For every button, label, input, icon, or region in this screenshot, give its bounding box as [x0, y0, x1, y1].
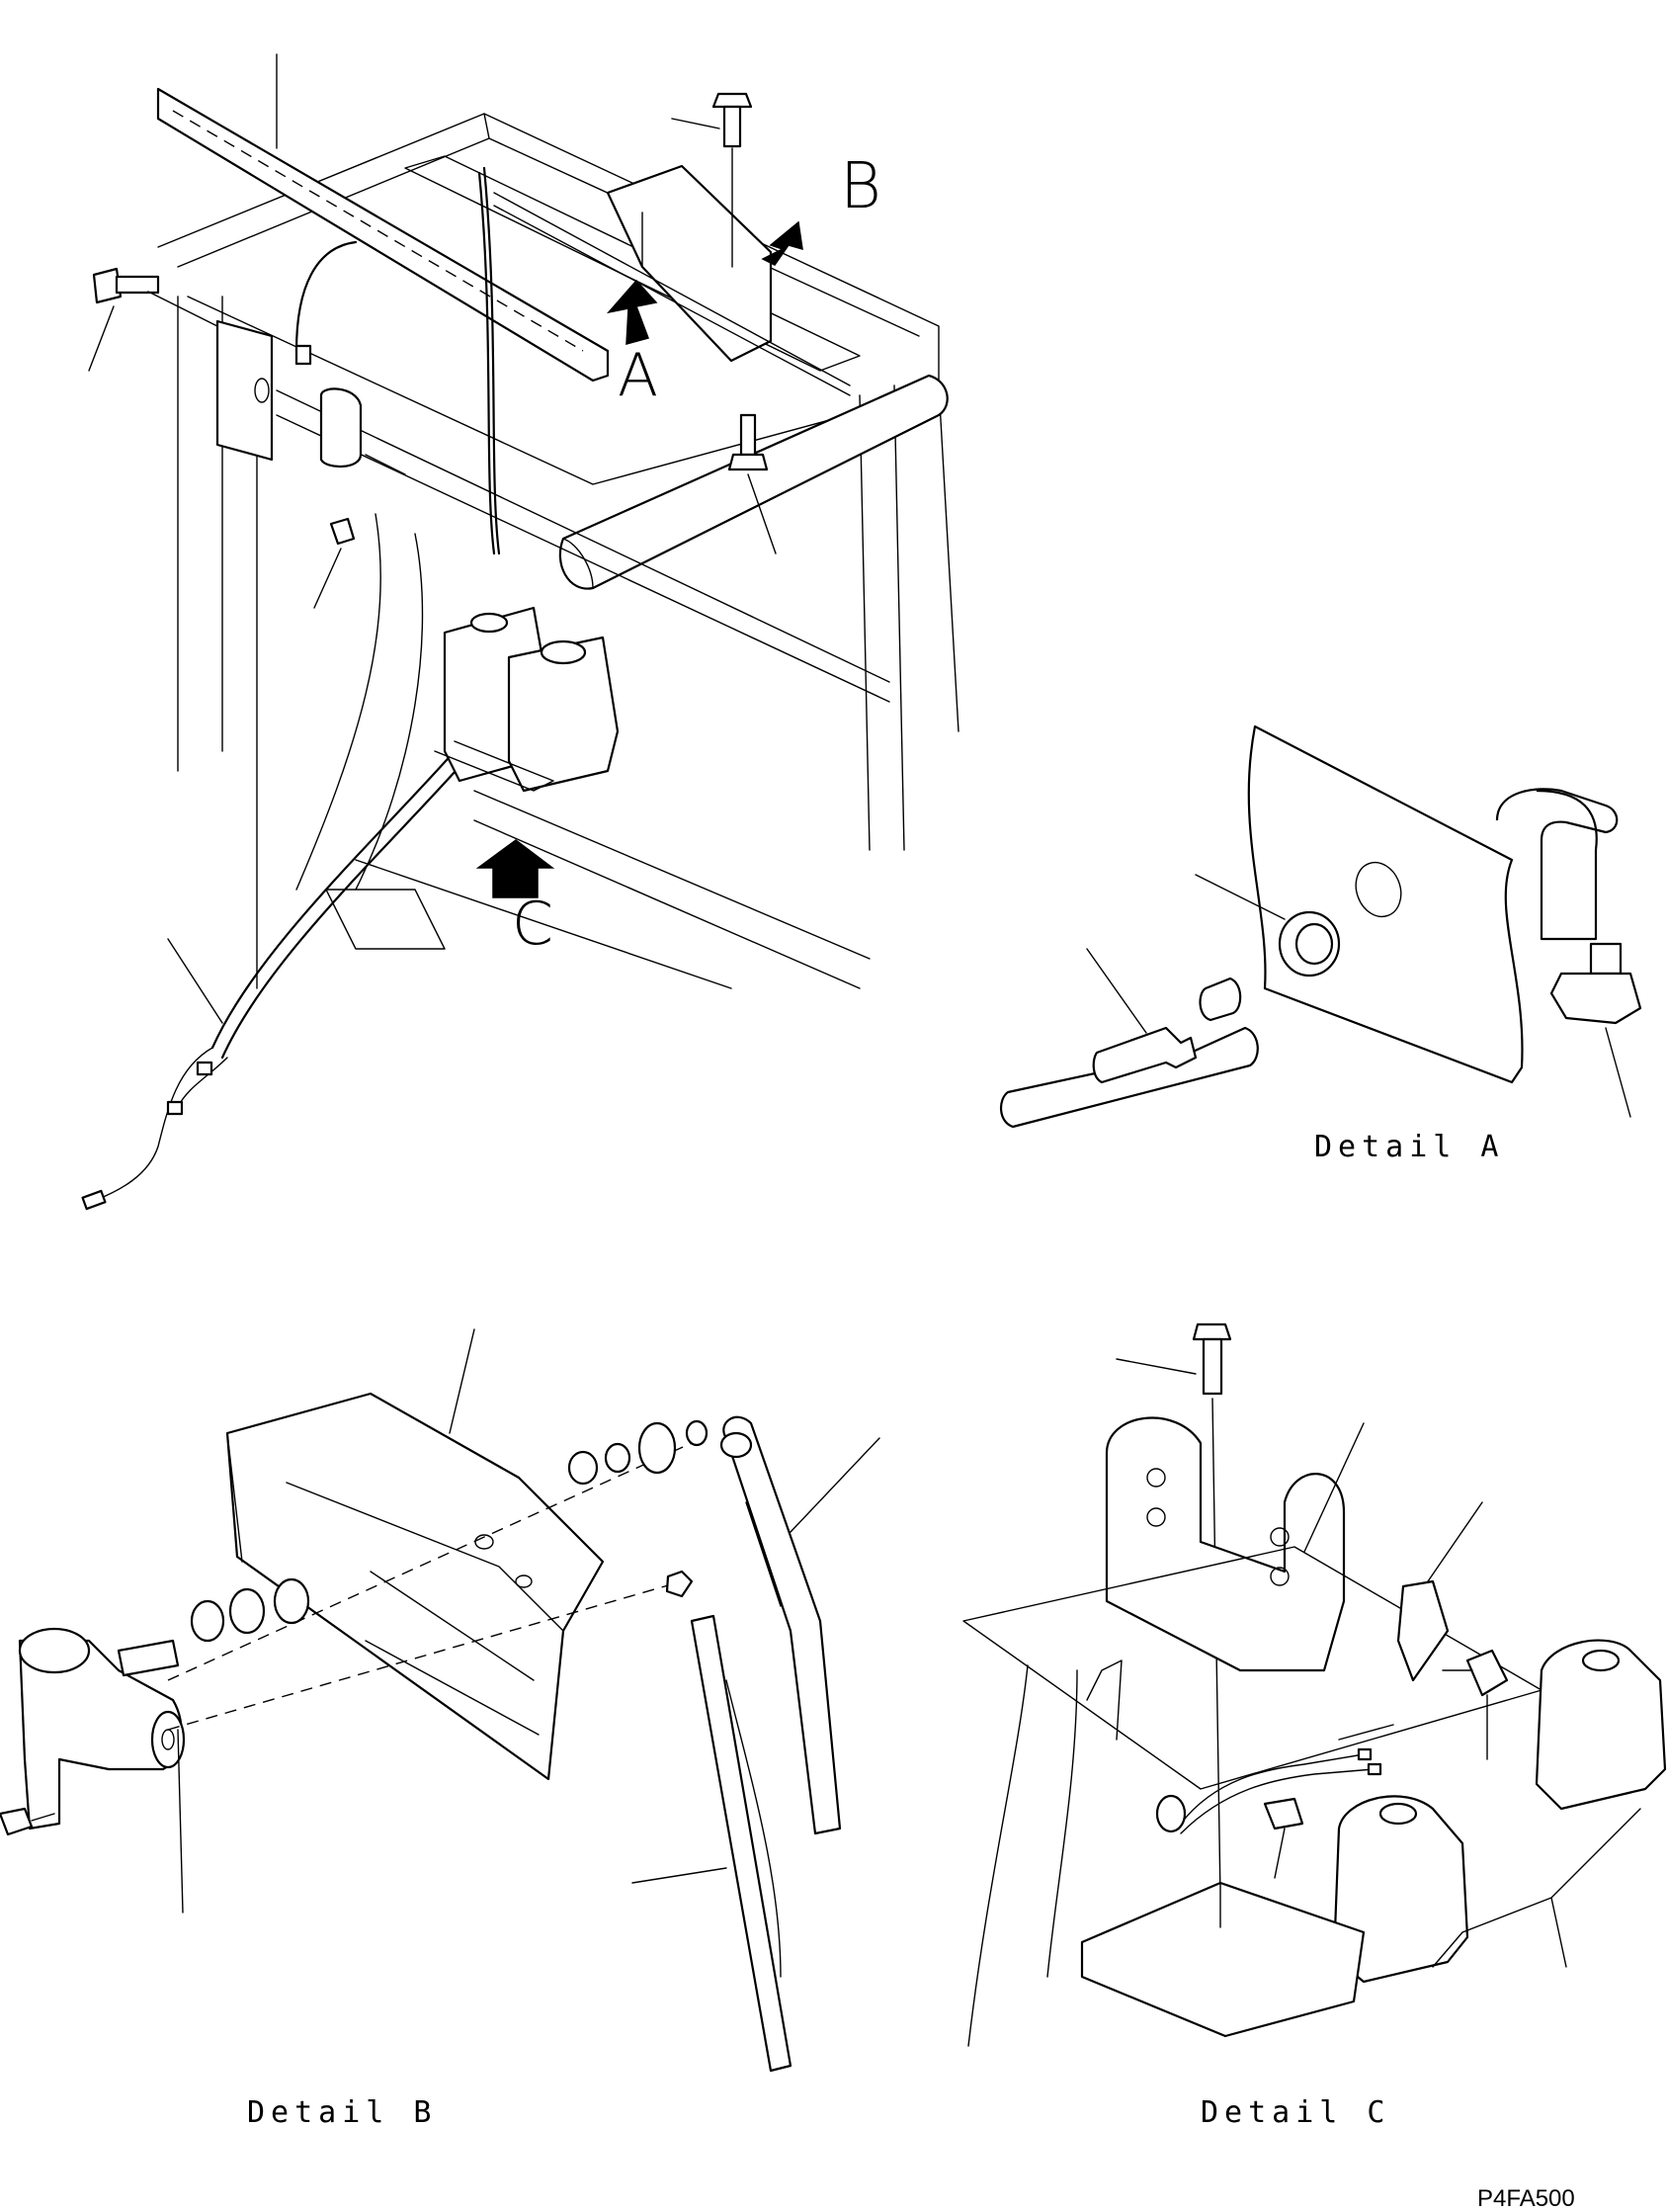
detail-c-drawing: [962, 1322, 1667, 2047]
bolt-left: [88, 267, 218, 372]
view-arrow-c: [475, 839, 555, 898]
wiring-harness: [81, 166, 501, 1211]
bolt-right: [727, 413, 777, 554]
support-bar: [156, 53, 610, 383]
view-arrow-a: [606, 279, 658, 345]
view-arrow-b: [761, 220, 803, 266]
view-letter-a: A: [618, 341, 658, 410]
drawing-code: P4FA500: [1477, 2185, 1575, 2212]
detail-b-drawing: [0, 1328, 880, 2073]
wiper-cover: [493, 164, 851, 396]
detail-b-caption: Detail B: [247, 2095, 438, 2130]
view-letter-b: B: [840, 150, 881, 223]
bolt-top: [671, 92, 753, 268]
switch-bracket: [215, 319, 406, 609]
view-letter-c: C: [512, 890, 553, 959]
detail-c-caption: Detail C: [1201, 2095, 1391, 2130]
detail-a-drawing: [1000, 724, 1642, 1129]
detail-a-caption: Detail A: [1314, 1130, 1505, 1164]
washer-tanks: [434, 606, 620, 793]
cab-frame: [157, 113, 959, 989]
